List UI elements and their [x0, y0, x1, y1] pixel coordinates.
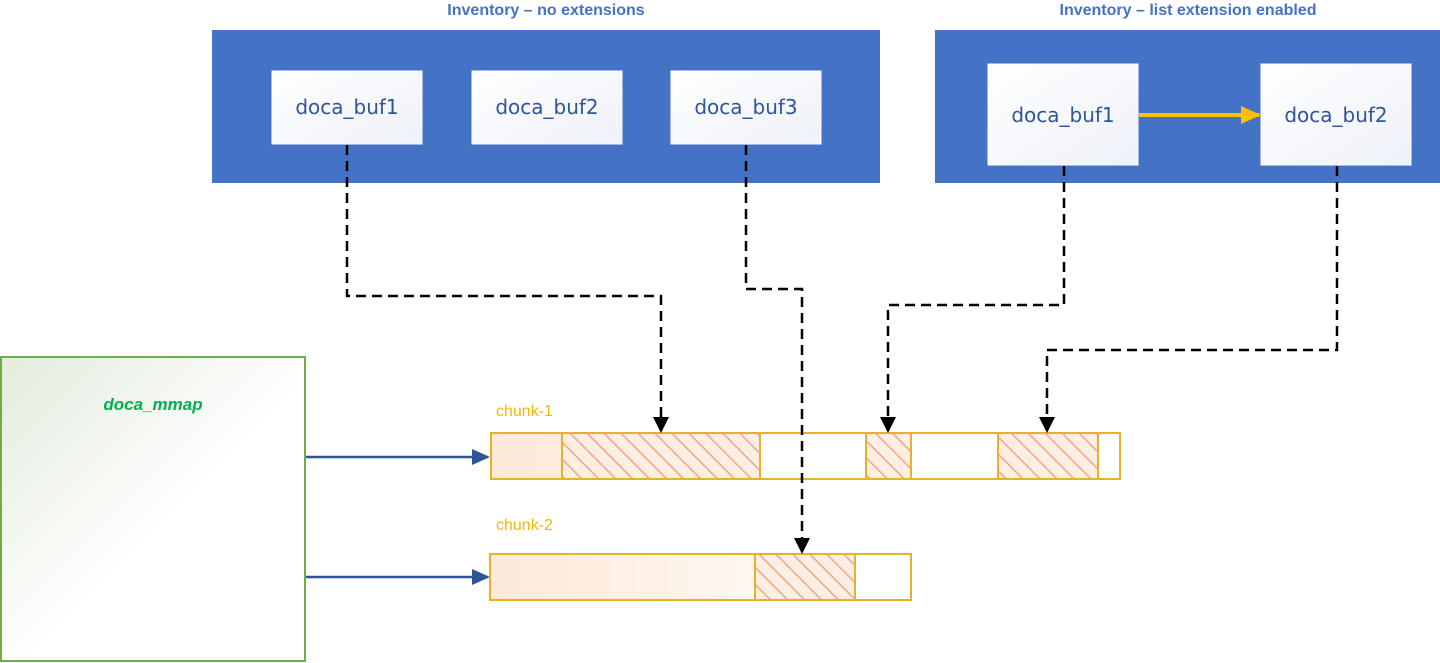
buffer-label-panel2-buf2: doca_buf2 — [1284, 103, 1387, 127]
pointer-panel1-buf1-to-chunk1 — [345, 145, 669, 433]
panel-title-list-extension: Inventory – list extension enabled — [1060, 2, 1317, 19]
buffer-label-panel1-buf1: doca_buf1 — [295, 95, 398, 119]
chunk1-segment-b — [759, 432, 867, 480]
buffer-box-panel2-buf1 — [987, 63, 1139, 166]
chunk1-segment-d — [910, 432, 999, 480]
buffer-label-panel1-buf3: doca_buf3 — [694, 95, 797, 119]
buffer-label-panel1-buf2: doca_buf2 — [495, 95, 598, 119]
pointer-panel2-buf1-to-chunk1 — [880, 166, 1066, 433]
buffer-box-panel1-buf3 — [670, 70, 822, 145]
chunk2-label: chunk-2 — [496, 517, 553, 534]
buffer-box-panel1-buf1 — [271, 70, 423, 145]
chunk1-segment-c — [865, 432, 912, 480]
panel-title-no-extensions: Inventory – no extensions — [447, 2, 644, 19]
chunk1-segment-f — [1097, 432, 1121, 480]
mmap-box — [0, 356, 306, 662]
chunk1-segment-a — [561, 432, 761, 480]
buffer-label-panel2-buf1: doca_buf1 — [1011, 103, 1114, 127]
buffer-box-panel2-buf2 — [1260, 63, 1412, 166]
chunk2-segment-b — [854, 553, 912, 601]
mmap-label: doca_mmap — [103, 395, 202, 414]
pointer-panel2-buf2-to-chunk1 — [1039, 166, 1339, 433]
chunk1-label: chunk-1 — [496, 403, 553, 420]
chunk2-segment-a — [754, 553, 856, 601]
pointer-panel1-buf3-to-chunk2 — [744, 145, 810, 554]
buffer-box-panel1-buf2 — [471, 70, 623, 145]
chunk1-segment-e — [997, 432, 1099, 480]
